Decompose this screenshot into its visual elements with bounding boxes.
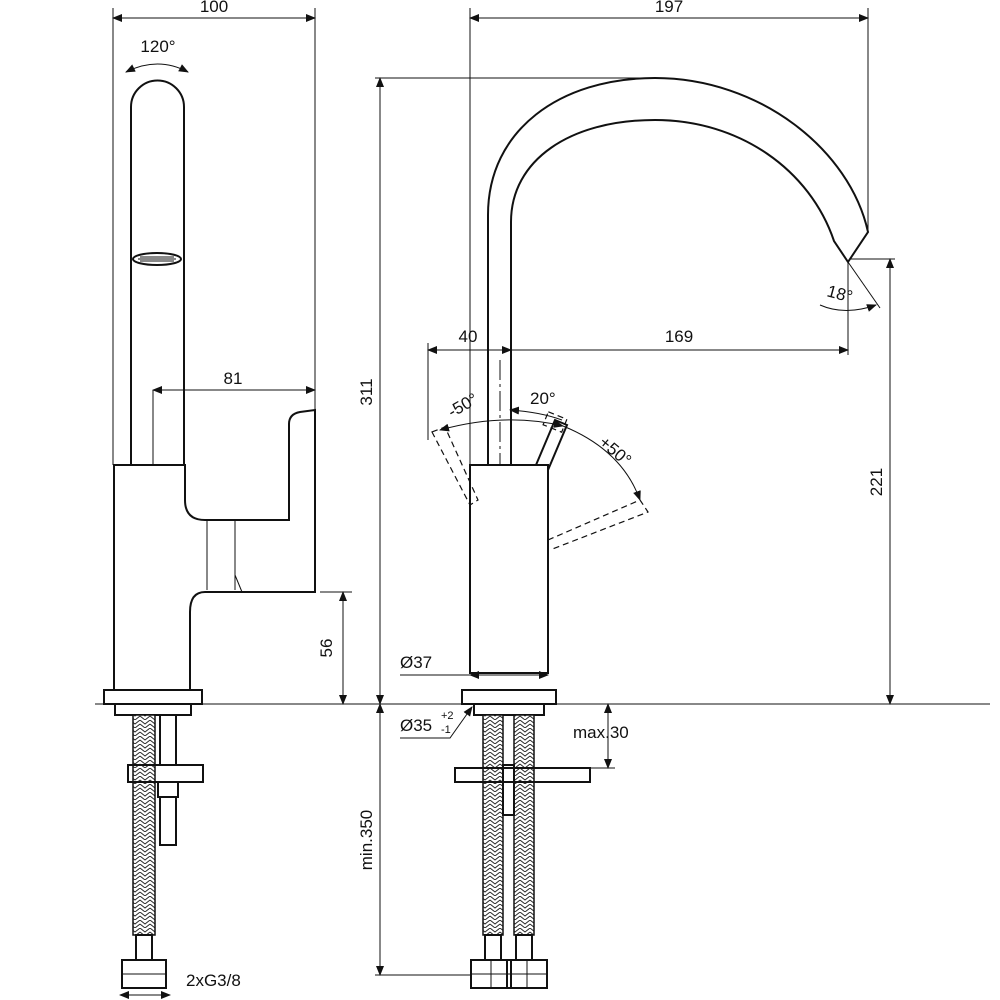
total-height-label: 311 bbox=[357, 378, 376, 405]
left-side-view: 100 120° 81 56 2xG3/8 bbox=[103, 0, 352, 999]
min-hose-length-label: min.350 bbox=[357, 810, 376, 870]
width-dim-label: 100 bbox=[200, 0, 228, 16]
hole-tolerance-plus: +2 bbox=[441, 710, 454, 722]
supply-hose-cold bbox=[513, 714, 535, 936]
mounting-bracket-front bbox=[454, 767, 591, 783]
projection-dim-label: 197 bbox=[655, 0, 683, 16]
outlet-height-label: 221 bbox=[867, 468, 886, 496]
mixer-body-front bbox=[469, 464, 549, 674]
right-front-view: 197 311 221 18° 40 169 -50° 20° +50° Ø37 bbox=[357, 0, 895, 989]
supply-hose-hot bbox=[482, 714, 504, 936]
lever-neg-angle-label: -50° bbox=[445, 389, 482, 421]
supply-hose bbox=[132, 714, 156, 936]
spout-angle-label: 18° bbox=[825, 282, 855, 307]
handle-height-label: 56 bbox=[317, 639, 336, 658]
spout-side bbox=[130, 79, 185, 465]
spout-reach-label: 169 bbox=[665, 327, 693, 346]
gooseneck-spout bbox=[487, 76, 870, 465]
base-plate bbox=[103, 689, 203, 705]
lever-pos-angle-label: +50° bbox=[595, 433, 635, 470]
lever-open-angle-label: 20° bbox=[530, 389, 556, 408]
body-to-spout-label: 40 bbox=[459, 327, 478, 346]
mixer-body-side bbox=[113, 408, 316, 691]
body-diameter-label: Ø37 bbox=[400, 653, 432, 672]
connection-label: 2xG3/8 bbox=[186, 971, 241, 990]
handle-reach-label: 81 bbox=[224, 369, 243, 388]
max-deck-thickness-label: max.30 bbox=[573, 723, 629, 742]
rotation-angle-label: 120° bbox=[140, 37, 175, 56]
rotation-arrow-icon bbox=[125, 63, 189, 73]
hole-tolerance-minus: -1 bbox=[441, 724, 451, 736]
hole-diameter-label: Ø35 bbox=[400, 716, 432, 735]
